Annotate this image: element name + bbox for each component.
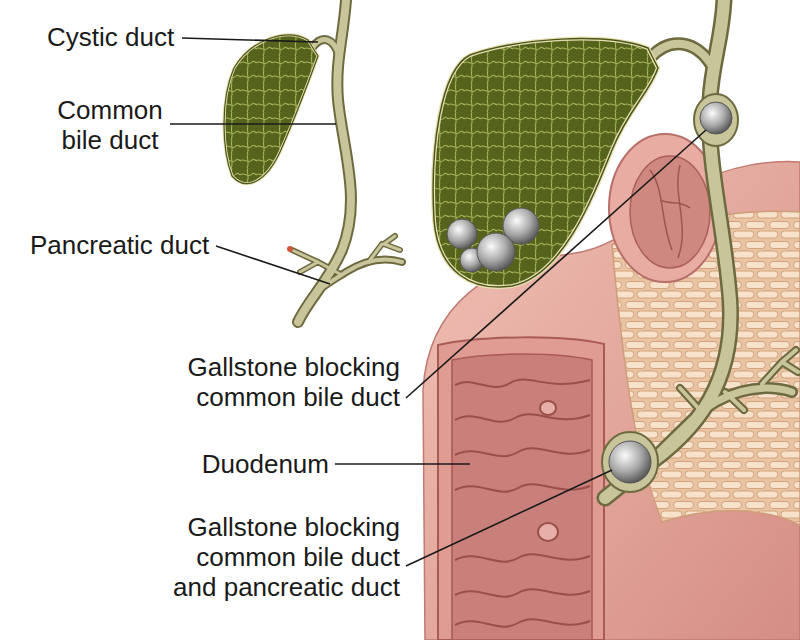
gallstone-blocking bbox=[694, 94, 738, 146]
leader-lines bbox=[170, 38, 706, 566]
gallstones bbox=[447, 208, 539, 272]
label-slot: Gallstone blocking common bile duct bbox=[158, 352, 400, 412]
part-label: Duodenum bbox=[202, 449, 329, 479]
part-label: Gallstone blocking common bile duct bbox=[158, 352, 400, 412]
label-slot: Cystic duct bbox=[47, 22, 174, 52]
part-label: Gallstone blocking common bile duct and … bbox=[158, 512, 400, 602]
label-slot: Pancreatic duct bbox=[30, 230, 209, 260]
part-label: Common bile duct bbox=[45, 95, 175, 155]
label-slot: Duodenum bbox=[202, 449, 329, 479]
duodenum-section bbox=[438, 337, 604, 640]
gallbladder bbox=[433, 39, 658, 287]
part-label: Pancreatic duct bbox=[30, 230, 209, 260]
label-slot: Gallstone blocking common bile duct and … bbox=[158, 512, 400, 602]
gallstone-blocking bbox=[602, 432, 658, 492]
label-slot: Common bile duct bbox=[45, 95, 175, 155]
small-gallbladder bbox=[224, 35, 318, 184]
part-label: Cystic duct bbox=[47, 22, 174, 52]
